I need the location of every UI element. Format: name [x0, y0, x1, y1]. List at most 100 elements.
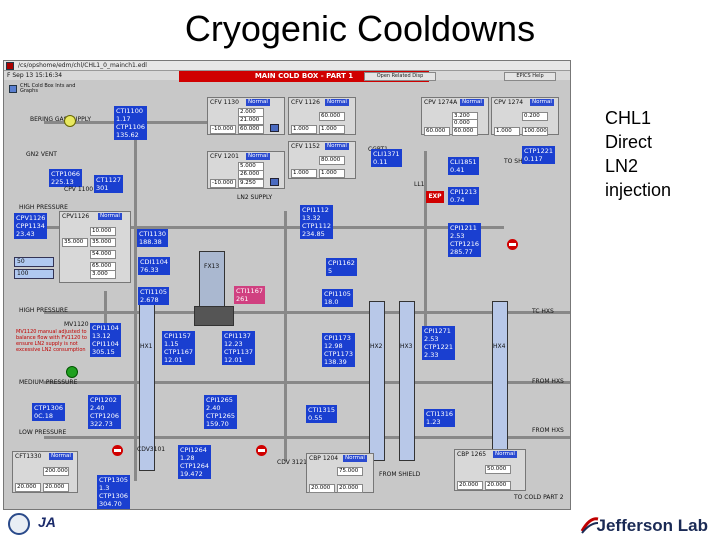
- close-icon[interactable]: [6, 62, 14, 70]
- side-note-line: CHL1: [605, 108, 652, 128]
- low-pressure-label: LOW PRESSURE: [19, 429, 67, 436]
- pipe-segment: [104, 291, 107, 351]
- valve-green-icon[interactable]: [66, 366, 78, 378]
- chk-label: CHL Cold Box Ints and Graphs: [20, 83, 76, 94]
- pipe-segment: [44, 311, 570, 314]
- input-field[interactable]: 100: [14, 269, 54, 279]
- hx3-label: HX3: [400, 343, 413, 350]
- from-shield-label: FROM SHIELD: [379, 471, 421, 478]
- panel-cft1330: CFT1330 Normal 200.000 20.000 20.000: [12, 451, 78, 493]
- hx4-label: HX4: [493, 343, 506, 350]
- pipe-segment: [284, 211, 287, 461]
- ln2-supply-label: LN2 SUPPLY: [237, 194, 273, 201]
- stop-icon[interactable]: [256, 445, 267, 456]
- ll1-label: LL1: [414, 181, 425, 188]
- fx13-label: FX13: [204, 263, 220, 270]
- cdv3101-label: CDV3101: [137, 446, 166, 453]
- open-related-button[interactable]: Open Related Disp: [364, 72, 436, 81]
- panel-cfv1152: CFV 1152 Normal 80.000 1.000 1.000: [288, 141, 356, 179]
- panel-cpv1274: CPV 1274 Normal 0.200 1.000 100.000: [491, 97, 559, 136]
- high-pressure-2-label: HIGH PRESSURE: [19, 307, 68, 314]
- exp-icon[interactable]: EXP: [426, 191, 444, 203]
- epics-help-button[interactable]: EPICS Help: [504, 72, 556, 81]
- panel-cfv1130: CFV 1130 Normal 2.000 21.000 -10.000 60.…: [207, 97, 285, 135]
- pipe-segment: [44, 381, 570, 384]
- valve-yellow-icon[interactable]: [64, 115, 76, 127]
- hx1-label: HX1: [140, 343, 153, 350]
- detail-button[interactable]: [270, 124, 279, 132]
- jlab-swoosh-icon: [580, 517, 599, 534]
- high-pressure-label: HIGH PRESSURE: [19, 204, 68, 211]
- side-note: CHL1 Direct LN2 injection: [605, 106, 715, 202]
- detail-button[interactable]: [270, 178, 279, 186]
- gn2-vent-label: GN2 VENT: [26, 151, 57, 158]
- pipe-segment: [134, 121, 137, 481]
- tc-hxs-label: TC HXS: [532, 308, 554, 315]
- pipe-segment: [424, 151, 427, 351]
- panel-cfv1126: CFV 1126 Normal 60.000 1.000 1.000: [288, 97, 356, 135]
- screen-title: MAIN COLD BOX - PART 1: [179, 71, 429, 82]
- panel-cpv1126: CPV1126 Normal 10.000 35.000 35.000 54.0…: [59, 211, 131, 283]
- hmi-screenshot: /cs/opshome/edm/chl/CHL1_0_mainch1.edl F…: [3, 60, 571, 510]
- input-field[interactable]: 50: [14, 257, 54, 267]
- hx2-label: HX2: [370, 343, 383, 350]
- hx2-vessel: [369, 301, 385, 461]
- panel-cpv1274a: CPV 1274A Normal 3.200 0.000 60.000 60.0…: [421, 97, 489, 136]
- cpv1100-label: CPV 1100: [64, 186, 94, 193]
- from-hxs-2-label: FROM HXS: [532, 427, 564, 434]
- mv1120-label: MV1120: [64, 321, 89, 328]
- cdv3121-label: CDV 3121: [277, 459, 307, 466]
- ja-logo: JA: [38, 514, 56, 530]
- jefferson-lab-logo: Jefferson Lab: [596, 516, 708, 535]
- stop-icon[interactable]: [112, 445, 123, 456]
- panel-cfv1201: CFV 1201 Normal 5.000 26.000 -10.000 9.2…: [207, 151, 285, 189]
- side-note-line: injection: [605, 180, 672, 200]
- bering-gas-supply-label: BERING GAS SUPPLY: [30, 116, 92, 123]
- side-note-line: LN2: [605, 156, 639, 176]
- to-cold-part2-label: TO COLD PART 2: [514, 494, 564, 501]
- mv1120-note: MV1120 manual adjusted to balance flow w…: [16, 329, 87, 353]
- slide-title: Cryogenic Cooldowns: [184, 8, 536, 49]
- pipe-segment: [44, 436, 570, 439]
- window-titlebar: /cs/opshome/edm/chl/CHL1_0_mainch1.edl: [4, 61, 570, 71]
- doe-logo: [8, 513, 30, 535]
- panel-cbp1204: CBP 1204 Normal 75.000 20.000 20.000: [306, 453, 374, 493]
- hx4-vessel: [492, 301, 508, 471]
- from-hxs-label: FROM HXS: [532, 378, 564, 385]
- hx3-vessel: [399, 301, 415, 461]
- chk-checkbox[interactable]: [9, 85, 17, 93]
- side-note-line: Direct: [605, 132, 653, 152]
- stop-icon[interactable]: [507, 239, 518, 250]
- timestamp-label: F Sep 13 15:16:34: [7, 72, 63, 79]
- dewar-tank: [194, 306, 234, 326]
- pipe-segment: [44, 226, 504, 229]
- medium-pressure-label: MEDIUM PRESSURE: [19, 379, 78, 386]
